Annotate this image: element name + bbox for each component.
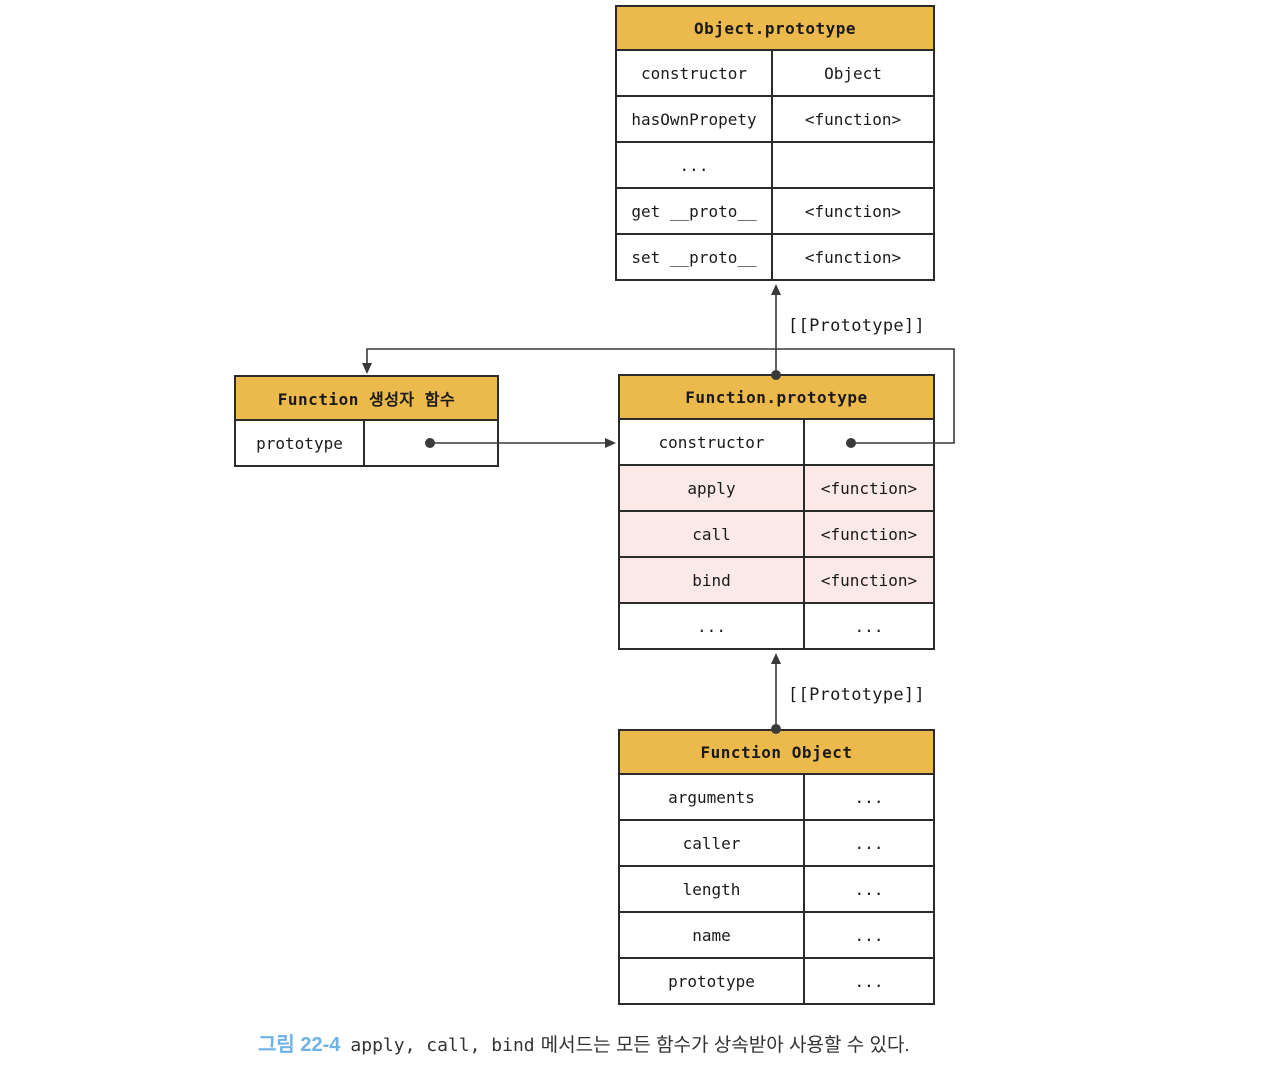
property-value: <function> [805, 558, 933, 602]
property-name: prototype [620, 959, 805, 1003]
object-prototype-table: Object.prototype constructor Object hasO… [615, 5, 935, 281]
function-object-table-title: Function Object [620, 731, 933, 775]
table-row: caller ... [620, 819, 933, 865]
property-value: <function> [773, 189, 933, 233]
figure-number: 그림 22-4 [258, 1034, 341, 1056]
property-name: name [620, 913, 805, 957]
property-value: ... [805, 821, 933, 865]
property-name: arguments [620, 775, 805, 819]
table-row-call: call <function> [620, 510, 933, 556]
table-row: constructor [620, 420, 933, 464]
table-row: get __proto__ <function> [617, 187, 933, 233]
figure-caption: 그림 22-4 apply, call, bind 메서드는 모든 함수가 상속… [258, 1028, 1258, 1057]
property-value: <function> [773, 97, 933, 141]
caption-code-text: apply, call, bind [350, 1035, 535, 1056]
property-value [773, 143, 933, 187]
table-row-bind: bind <function> [620, 556, 933, 602]
property-value: <function> [773, 235, 933, 279]
caption-text: 메서드는 모든 함수가 상속받아 사용할 수 있다. [540, 1035, 910, 1056]
table-row: length ... [620, 865, 933, 911]
table-row: prototype ... [620, 957, 933, 1003]
property-name: apply [620, 466, 805, 510]
table-row: constructor Object [617, 51, 933, 95]
property-name: ... [617, 143, 773, 187]
property-name: ... [620, 604, 805, 648]
table-row: ... ... [620, 602, 933, 648]
function-prototype-table: Function.prototype constructor apply <fu… [618, 374, 935, 650]
table-row: prototype [236, 421, 497, 465]
table-row: hasOwnPropety <function> [617, 95, 933, 141]
function-prototype-table-title: Function.prototype [620, 376, 933, 420]
table-row-apply: apply <function> [620, 464, 933, 510]
property-value: ... [805, 775, 933, 819]
property-name: caller [620, 821, 805, 865]
property-name: prototype [236, 421, 365, 465]
property-name: constructor [620, 420, 805, 464]
table-row: ... [617, 141, 933, 187]
property-value [365, 421, 497, 465]
property-name: hasOwnPropety [617, 97, 773, 141]
property-name: constructor [617, 51, 773, 95]
property-value: <function> [805, 512, 933, 556]
function-constructor-table-title: Function 생성자 함수 [236, 377, 497, 421]
property-name: bind [620, 558, 805, 602]
function-object-table: Function Object arguments ... caller ...… [618, 729, 935, 1005]
property-value: ... [805, 913, 933, 957]
property-name: get __proto__ [617, 189, 773, 233]
prototype-label-upper: [[Prototype]] [788, 316, 925, 336]
property-value: ... [805, 867, 933, 911]
table-row: arguments ... [620, 775, 933, 819]
prototype-chain-arrow-lower [771, 653, 781, 734]
property-name: set __proto__ [617, 235, 773, 279]
property-value: ... [805, 604, 933, 648]
property-value: <function> [805, 466, 933, 510]
property-value: ... [805, 959, 933, 1003]
function-constructor-table: Function 생성자 함수 prototype [234, 375, 499, 467]
property-name: length [620, 867, 805, 911]
property-value [805, 420, 933, 464]
prototype-chain-arrow-upper [771, 284, 781, 380]
table-row: name ... [620, 911, 933, 957]
property-name: call [620, 512, 805, 556]
property-value: Object [773, 51, 933, 95]
table-row: set __proto__ <function> [617, 233, 933, 279]
object-prototype-table-title: Object.prototype [617, 7, 933, 51]
prototype-label-lower: [[Prototype]] [788, 685, 925, 705]
